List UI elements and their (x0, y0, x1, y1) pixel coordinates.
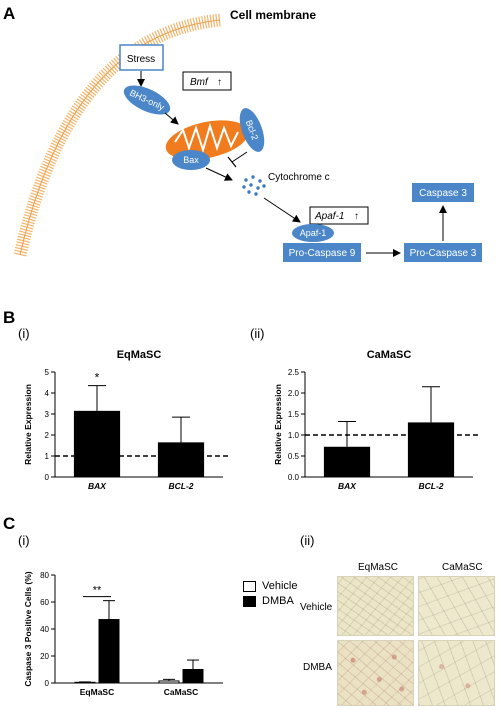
legend-label-vehicle: Vehicle (262, 580, 298, 592)
panel-c-sub-i: (i) (18, 533, 30, 548)
bar-eqmasc-vehicle (74, 681, 96, 684)
bax-arrow (205, 167, 233, 181)
x-tick-label: EqMaSC (80, 687, 114, 697)
legend-swatch-dmba (243, 595, 256, 607)
micrograph-eqmasc-dmba (337, 640, 414, 706)
x-tick-label: CaMaSC (164, 687, 198, 697)
bar-bax (323, 446, 371, 477)
bcl2-inhibition-line (231, 151, 248, 163)
svg-text:Apaf-1: Apaf-1 (314, 211, 344, 222)
y-tick-label: 0 (45, 679, 50, 688)
photo-row-dmba: DMBA (303, 662, 332, 673)
y-tick-label: 2.5 (288, 368, 300, 377)
photo-col-eqmasc: EqMaSC (358, 562, 399, 573)
x-tick-label: BAX (338, 481, 357, 491)
cell-membrane (13, 13, 221, 257)
procaspase-9-node: Pro-Caspase 9 (283, 243, 361, 262)
cytochrome-c-label: Cytochrome c (268, 172, 330, 183)
bar-bax (73, 410, 121, 477)
micrograph-eqmasc-vehicle (337, 576, 414, 636)
bar-bcl-2 (157, 442, 205, 477)
y-tick-label: 4 (45, 389, 50, 398)
bar-bcl-2 (407, 422, 455, 477)
panel-c-sub-ii: (ii) (300, 533, 315, 548)
inhibition-bar (227, 156, 237, 168)
cytochrome-c-dots (242, 175, 266, 196)
y-tick-label: 2 (45, 431, 50, 440)
bax-node: Bax (172, 150, 210, 170)
y-tick-label: 5 (45, 368, 50, 377)
panel-b-sub-ii: (ii) (250, 326, 265, 341)
apaf1-node: Apaf-1 (292, 224, 334, 242)
mitochondrion-icon (165, 120, 249, 160)
panel-a-letter: A (3, 4, 16, 23)
panel-b-sub-i: (i) (18, 326, 30, 341)
caspase-3-node: Caspase 3 (412, 183, 474, 202)
y-tick-label: 1.5 (288, 410, 300, 419)
y-axis-label: Relative Expression (273, 384, 283, 465)
bar-camasc-dmba (182, 669, 204, 684)
stress-label: Stress (127, 54, 155, 65)
y-tick-label: 80 (40, 571, 49, 580)
y-tick-label: 60 (40, 598, 49, 607)
y-tick-label: 3 (45, 410, 50, 419)
legend-swatch-vehicle (243, 580, 256, 592)
svg-text:Apaf-1: Apaf-1 (300, 228, 327, 238)
legend-dmba: DMBA (243, 595, 294, 607)
significance-mark: ** (93, 585, 102, 597)
svg-text:Caspase 3: Caspase 3 (419, 188, 467, 199)
apoptosis-pathway-diagram: Cell membrane Stress BH3-only Bmf ↑ Bcl-… (13, 8, 482, 262)
legend-label-dmba: DMBA (262, 595, 294, 607)
photo-col-camasc: CaMaSC (442, 562, 483, 573)
panel-b-letter: B (3, 308, 16, 327)
y-tick-label: 40 (40, 625, 49, 634)
y-tick-label: 0.5 (288, 452, 300, 461)
procaspase-3-node: Pro-Caspase 3 (404, 243, 482, 262)
svg-text:↑: ↑ (354, 211, 359, 222)
legend-vehicle: Vehicle (243, 580, 297, 592)
chart-title: CaMaSC (367, 350, 412, 361)
stress-node: Stress (119, 44, 164, 71)
y-tick-label: 1 (45, 452, 50, 461)
cytochrome-arrow (263, 197, 301, 223)
svg-text:Bax: Bax (183, 155, 199, 165)
svg-text:Pro-Caspase 3: Pro-Caspase 3 (410, 248, 477, 259)
photo-row-vehicle: Vehicle (300, 602, 333, 613)
bmf-box: Bmf ↑ (182, 71, 232, 91)
x-tick-label: BCL-2 (418, 481, 443, 491)
cell-membrane-label: Cell membrane (230, 8, 316, 22)
x-tick-label: BCL-2 (168, 481, 193, 491)
y-axis-label: Relative Expression (23, 384, 33, 465)
bar-eqmasc-dmba (98, 619, 120, 684)
x-tick-label: BAX (88, 481, 107, 491)
micrograph-camasc-vehicle (418, 576, 495, 636)
bar-camasc-vehicle (158, 680, 180, 684)
svg-text:Bmf: Bmf (190, 77, 209, 88)
y-tick-label: 2.0 (288, 389, 300, 398)
y-tick-label: 0 (45, 473, 50, 482)
significance-mark: * (95, 371, 100, 385)
y-axis-label: Caspase 3 Positive Cells (%) (23, 571, 33, 686)
y-tick-label: 1.0 (288, 431, 300, 440)
chart-c-i: 0 20 40 60 80 Caspase 3 Positive Cells (%) EqM… (23, 571, 223, 697)
y-tick-label: 0.0 (288, 473, 300, 482)
svg-text:Pro-Caspase 9: Pro-Caspase 9 (289, 248, 356, 259)
micrograph-camasc-dmba (418, 640, 495, 706)
apaf1-box: Apaf-1 ↑ (309, 206, 369, 225)
chart-title: EqMaSC (117, 350, 162, 361)
panel-c-letter: C (3, 514, 16, 533)
svg-text:↑: ↑ (217, 77, 222, 88)
bh3-arrow (164, 112, 179, 125)
y-tick-label: 20 (40, 652, 49, 661)
bcl2-node: Bcl-2 (239, 108, 265, 152)
